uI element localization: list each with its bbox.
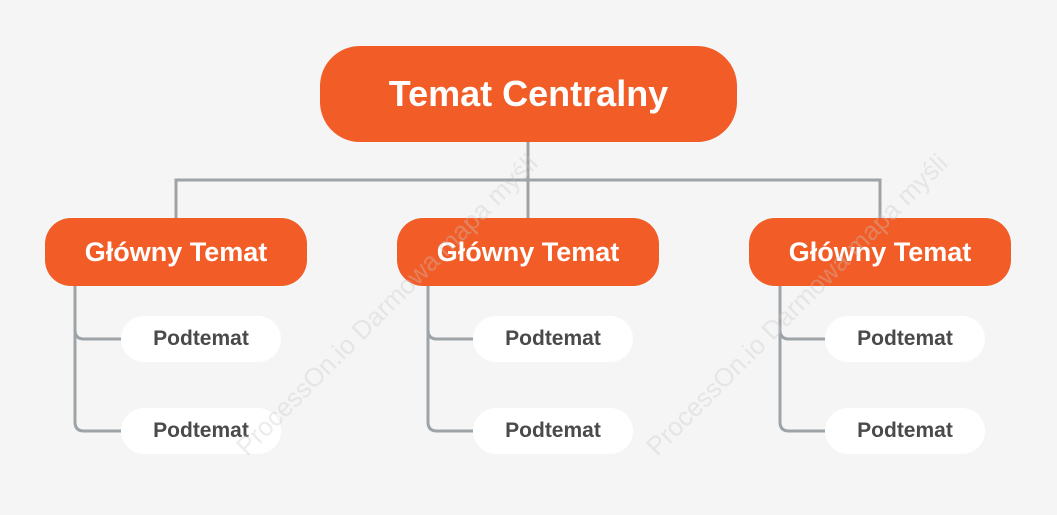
subtopic-2-2[interactable]: Podtemat <box>473 408 633 454</box>
main-topic-2[interactable]: Główny Temat <box>397 218 659 286</box>
connector-branch-1-sub-1 <box>73 286 121 341</box>
connector-branch-2-sub-2 <box>426 330 473 433</box>
subtopic-2-1[interactable]: Podtemat <box>473 316 633 362</box>
subtopic-3-1[interactable]: Podtemat <box>825 316 985 362</box>
main-topic-3[interactable]: Główny Temat <box>749 218 1011 286</box>
subtopic-1-2[interactable]: Podtemat <box>121 408 281 454</box>
connector-branch-3-sub-1 <box>778 286 825 341</box>
subtopic-3-2[interactable]: Podtemat <box>825 408 985 454</box>
connector-branch-2-sub-1 <box>426 286 473 341</box>
connector-branch-3-sub-2 <box>778 330 825 433</box>
main-topic-1[interactable]: Główny Temat <box>45 218 307 286</box>
connector-branch-1-sub-2 <box>73 330 121 433</box>
subtopic-1-1[interactable]: Podtemat <box>121 316 281 362</box>
central-topic[interactable]: Temat Centralny <box>320 46 737 142</box>
